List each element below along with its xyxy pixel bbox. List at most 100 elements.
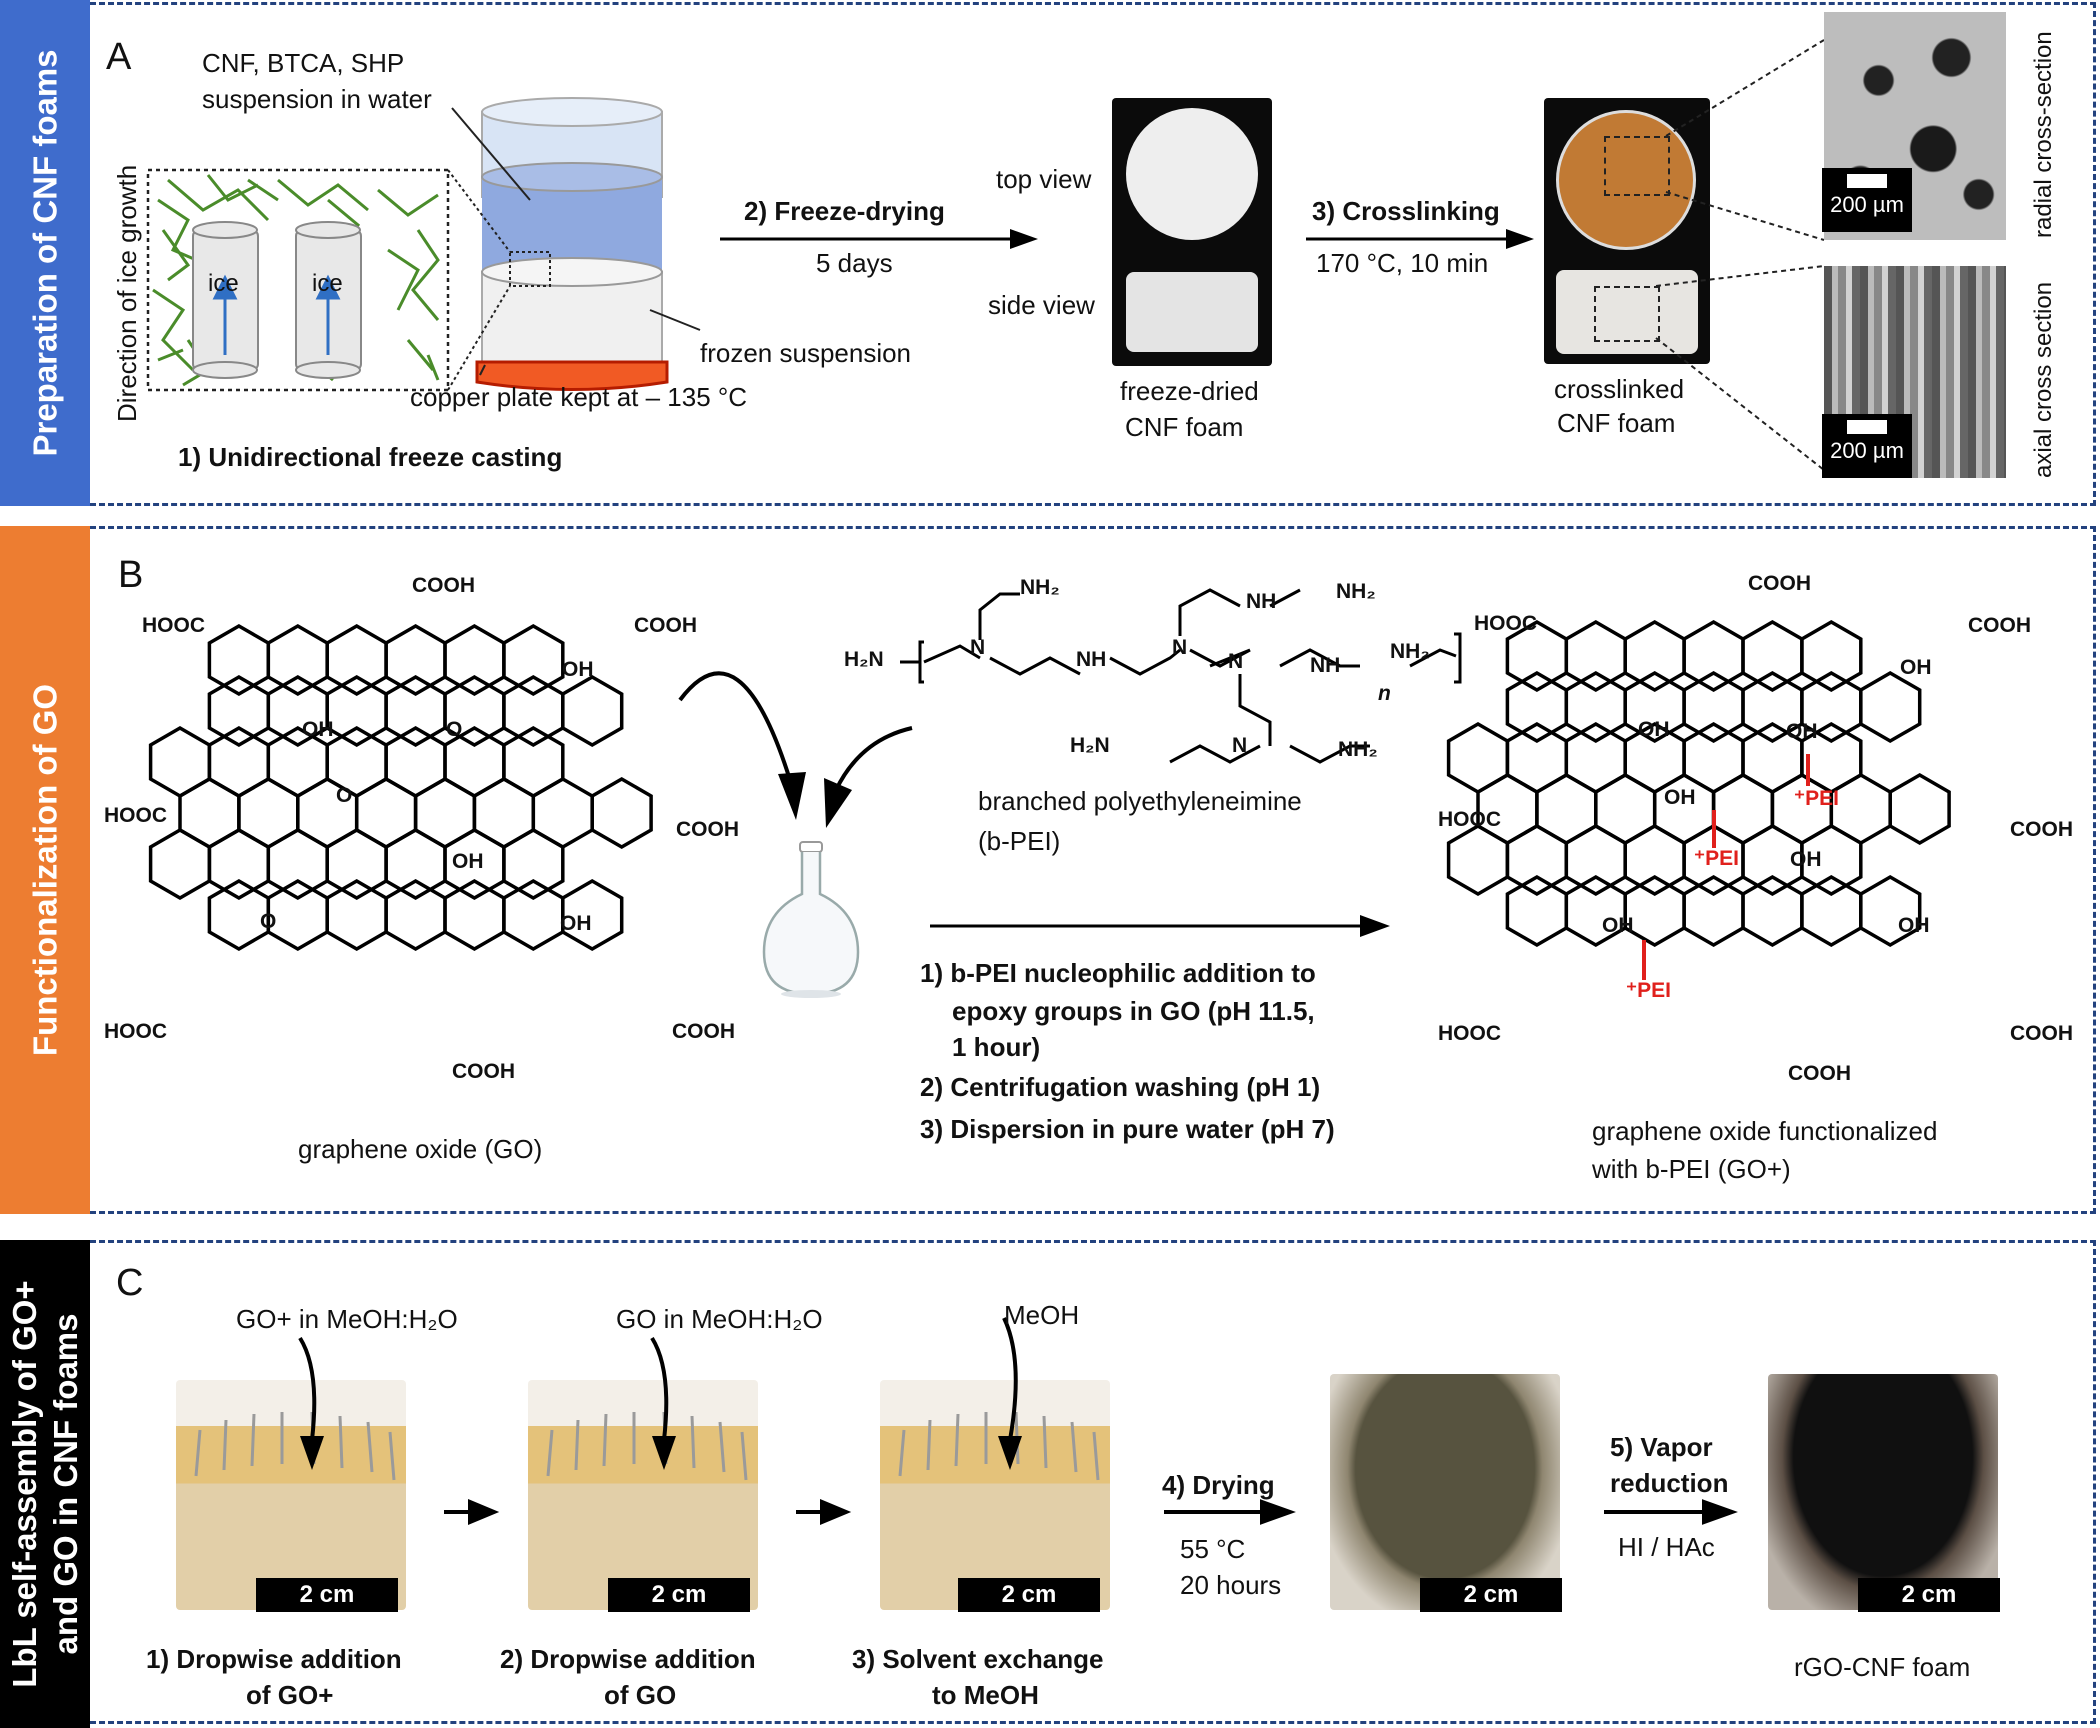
meoh-label: MeOH xyxy=(1004,1300,1080,1330)
crosslinked-photo xyxy=(1544,98,1710,364)
suspension-label-1: CNF, BTCA, SHP xyxy=(202,48,405,78)
go-molecule xyxy=(148,623,653,952)
go-cooh-top: COOH xyxy=(412,574,475,597)
go-hooc-tl: HOOC xyxy=(142,614,205,637)
b-step1-l3: 1 hour) xyxy=(952,1032,1041,1062)
freeze-dried-label-1: freeze-dried xyxy=(1120,376,1259,406)
go-oh-4: OH xyxy=(560,912,592,935)
lattice-ring xyxy=(561,878,624,952)
step2-sub: 5 days xyxy=(816,248,893,278)
zoom-box-side xyxy=(1594,286,1660,342)
crosslinked-label-1: crosslinked xyxy=(1554,374,1685,404)
gop-cooh-tr: COOH xyxy=(1968,614,2031,637)
go-cooh-bottom: COOH xyxy=(452,1060,515,1083)
panel-a-letter: A xyxy=(106,36,132,78)
gop-pei-1: ⁺PEI xyxy=(1794,787,1839,810)
final-label: rGO-CNF foam xyxy=(1794,1652,1971,1682)
flask-icon xyxy=(762,841,860,998)
lattice-ring xyxy=(1888,772,1951,846)
gop-hooc-bl: HOOC xyxy=(1438,1022,1501,1045)
c-step5-l2: reduction xyxy=(1610,1468,1729,1498)
go-plus-molecule xyxy=(1446,619,1951,948)
gop-oh-5: OH xyxy=(1790,848,1822,871)
panel-c-letter: C xyxy=(116,1262,144,1304)
suspension-label-2: suspension in water xyxy=(202,84,432,114)
gop-hooc-ml: HOOC xyxy=(1438,808,1501,831)
pei-n-3: N xyxy=(1228,650,1244,673)
c-step2-l2: of GO xyxy=(604,1680,677,1710)
sem-zoom-lines xyxy=(1655,39,1825,471)
panel-a-border xyxy=(90,2,2096,506)
top-view-label: top view xyxy=(996,164,1092,194)
gop-pei-3: ⁺PEI xyxy=(1626,979,1671,1002)
scale-bar-3: 2 cm xyxy=(958,1578,1100,1612)
freeze-dried-label-2: CNF foam xyxy=(1125,412,1244,442)
gop-cooh-mr: COOH xyxy=(2010,818,2073,841)
c-step5-l1: 5) Vapor xyxy=(1610,1432,1713,1462)
arrow-step3 xyxy=(1306,229,1534,249)
lattice-ring xyxy=(590,776,653,850)
sem-radial-scale: 200 µm xyxy=(1822,168,1912,232)
gop-label-2: with b-PEI (GO+) xyxy=(1592,1154,1791,1184)
go-o-3: O xyxy=(260,910,277,933)
side-view-block xyxy=(1126,272,1258,352)
gop-pei-2: ⁺PEI xyxy=(1694,847,1739,870)
go-oh-2: OH xyxy=(302,718,334,741)
go-oh-3: OH xyxy=(452,850,484,873)
gop-label-1: graphene oxide functionalized xyxy=(1592,1116,1938,1146)
sem-axial-scale: 200 µm xyxy=(1822,414,1912,478)
pei-nh-1: NH xyxy=(1076,648,1107,671)
sidebar-a: Preparation of CNF foams xyxy=(0,0,90,506)
panel-b-letter: B xyxy=(118,554,144,596)
beaker-zoom-lines xyxy=(447,107,701,391)
pei-n-sub: n xyxy=(1378,682,1391,705)
sem-axial-scale-text: 200 µm xyxy=(1830,438,1904,463)
c-step5-sub: HI / HAc xyxy=(1618,1532,1715,1562)
go-drop-label: GO in MeOH:H₂O xyxy=(616,1304,823,1334)
sidebar-c: LbL self-assembly of GO+ and GO in CNF f… xyxy=(0,1240,90,1728)
b-step2: 2) Centrifugation washing (pH 1) xyxy=(920,1072,1321,1102)
pei-nh2-bottom: NH₂ xyxy=(1338,738,1378,761)
step1-label: 1) Unidirectional freeze casting xyxy=(178,442,563,472)
go-cooh-br: COOH xyxy=(672,1020,735,1043)
top-view-disk xyxy=(1126,108,1258,240)
sem-radial-scale-bar xyxy=(1847,174,1887,188)
pei-h2n-bottom: H₂N xyxy=(1070,734,1110,757)
pei-nh2-top1: NH₂ xyxy=(1020,576,1060,599)
c-step3-l2: to MeOH xyxy=(932,1680,1039,1710)
side-view-label: side view xyxy=(988,290,1095,320)
c-step4: 4) Drying xyxy=(1162,1470,1275,1500)
gop-cooh-bottom: COOH xyxy=(1788,1062,1851,1085)
foam-photo-5 xyxy=(1768,1374,1998,1610)
crosslinked-top-disk xyxy=(1556,110,1696,250)
go-o-2: O xyxy=(336,784,353,807)
go-cooh-tr: COOH xyxy=(634,614,697,637)
lattice-ring xyxy=(1859,874,1922,948)
lattice-ring xyxy=(1800,619,1863,693)
pei-nh2-top2: NH₂ xyxy=(1336,580,1376,603)
lattice-ring xyxy=(1859,670,1922,744)
c-step1-l2: of GO+ xyxy=(246,1680,334,1710)
ice-growth-diagram xyxy=(146,168,450,392)
step3-sub: 170 °C, 10 min xyxy=(1316,248,1489,278)
lattice-ring xyxy=(502,623,565,697)
scale-bar-1: 2 cm xyxy=(256,1578,398,1612)
sem-radial-scale-text: 200 µm xyxy=(1830,192,1904,217)
copper-label: copper plate kept at – 135 °C xyxy=(410,382,748,412)
pei-n-1: N xyxy=(970,636,986,659)
go-hooc-ml: HOOC xyxy=(104,804,167,827)
b-step1-l2: epoxy groups in GO (pH 11.5, xyxy=(952,996,1315,1026)
gop-oh-6: OH xyxy=(1602,914,1634,937)
sem-axial-scale-bar xyxy=(1847,420,1887,434)
go-o-1: O xyxy=(446,718,463,741)
reaction-arrows xyxy=(678,671,1390,937)
step3-label: 3) Crosslinking xyxy=(1312,196,1500,226)
scale-bar-5: 2 cm xyxy=(1858,1578,2000,1612)
beaker xyxy=(475,97,669,391)
gop-oh-4: OH xyxy=(1664,786,1696,809)
pei-n-4: N xyxy=(1232,734,1248,757)
go-hooc-bl: HOOC xyxy=(104,1020,167,1043)
lattice-ring xyxy=(561,674,624,748)
gop-oh-3: OH xyxy=(1786,720,1818,743)
pei-label-1: branched polyethyleneimine xyxy=(978,786,1302,816)
